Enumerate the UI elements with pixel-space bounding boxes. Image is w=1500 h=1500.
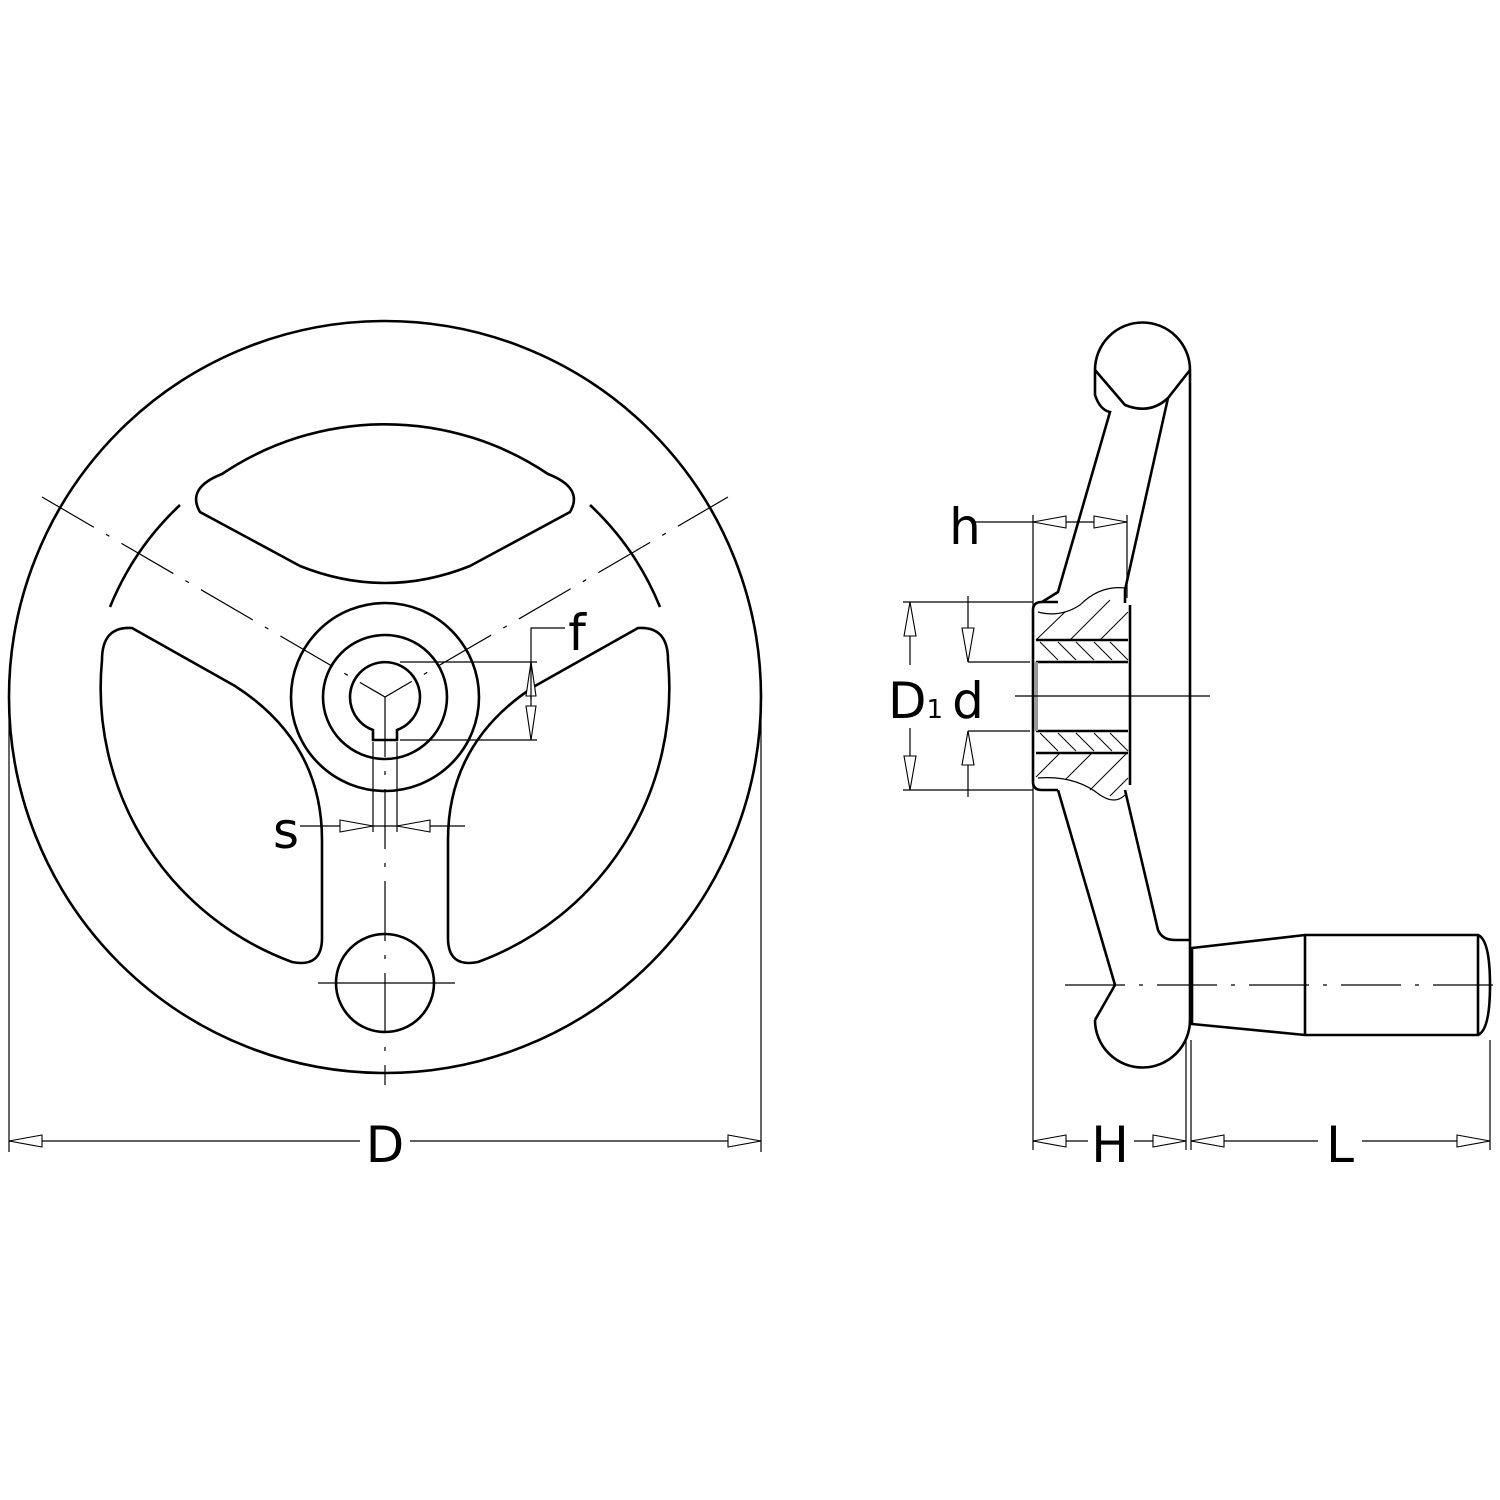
spoke-window-right <box>446 626 671 965</box>
dimension-arrows-h <box>1032 515 1128 529</box>
section-hatching <box>1035 599 1129 797</box>
break-line-top <box>1037 587 1126 615</box>
front-view: D f s <box>7 319 763 1174</box>
dimension-arrows-D1 <box>903 601 917 791</box>
rim-top-inner <box>1094 369 1192 411</box>
rim-inner-arc-right <box>589 504 662 608</box>
spoke-upper-left <box>1041 370 1112 604</box>
dimension-arrows-H <box>1032 1134 1187 1148</box>
label-s: s <box>273 802 299 860</box>
label-D1: D1 <box>888 672 943 730</box>
hub-inner-circle <box>321 633 449 761</box>
label-H: H <box>1091 1116 1129 1174</box>
spoke-lower-right <box>1123 789 1190 942</box>
f-leader <box>530 627 565 700</box>
spoke-centerlines <box>41 496 729 698</box>
spoke-window-top <box>194 423 576 585</box>
dimension-arrows-d <box>961 627 975 766</box>
dimension-arrows-s <box>339 819 431 833</box>
label-d: d <box>952 672 984 730</box>
rim-inner-arc-left <box>108 504 181 608</box>
dimension-arrows-D <box>8 1134 762 1148</box>
spoke-upper-right <box>1123 397 1170 603</box>
rim-bottom-section <box>1093 940 1192 1069</box>
rim-top-section <box>1093 321 1192 371</box>
label-f: f <box>568 604 587 662</box>
label-D: D <box>366 1116 405 1174</box>
side-view: h D1 d H L <box>888 321 1500 1174</box>
spoke-window-left <box>99 626 324 965</box>
break-line-bottom <box>1037 777 1126 801</box>
label-h: h <box>949 498 981 556</box>
label-L: L <box>1326 1116 1354 1174</box>
dimension-arrows-L <box>1190 1134 1491 1148</box>
keyed-bore <box>348 660 422 742</box>
